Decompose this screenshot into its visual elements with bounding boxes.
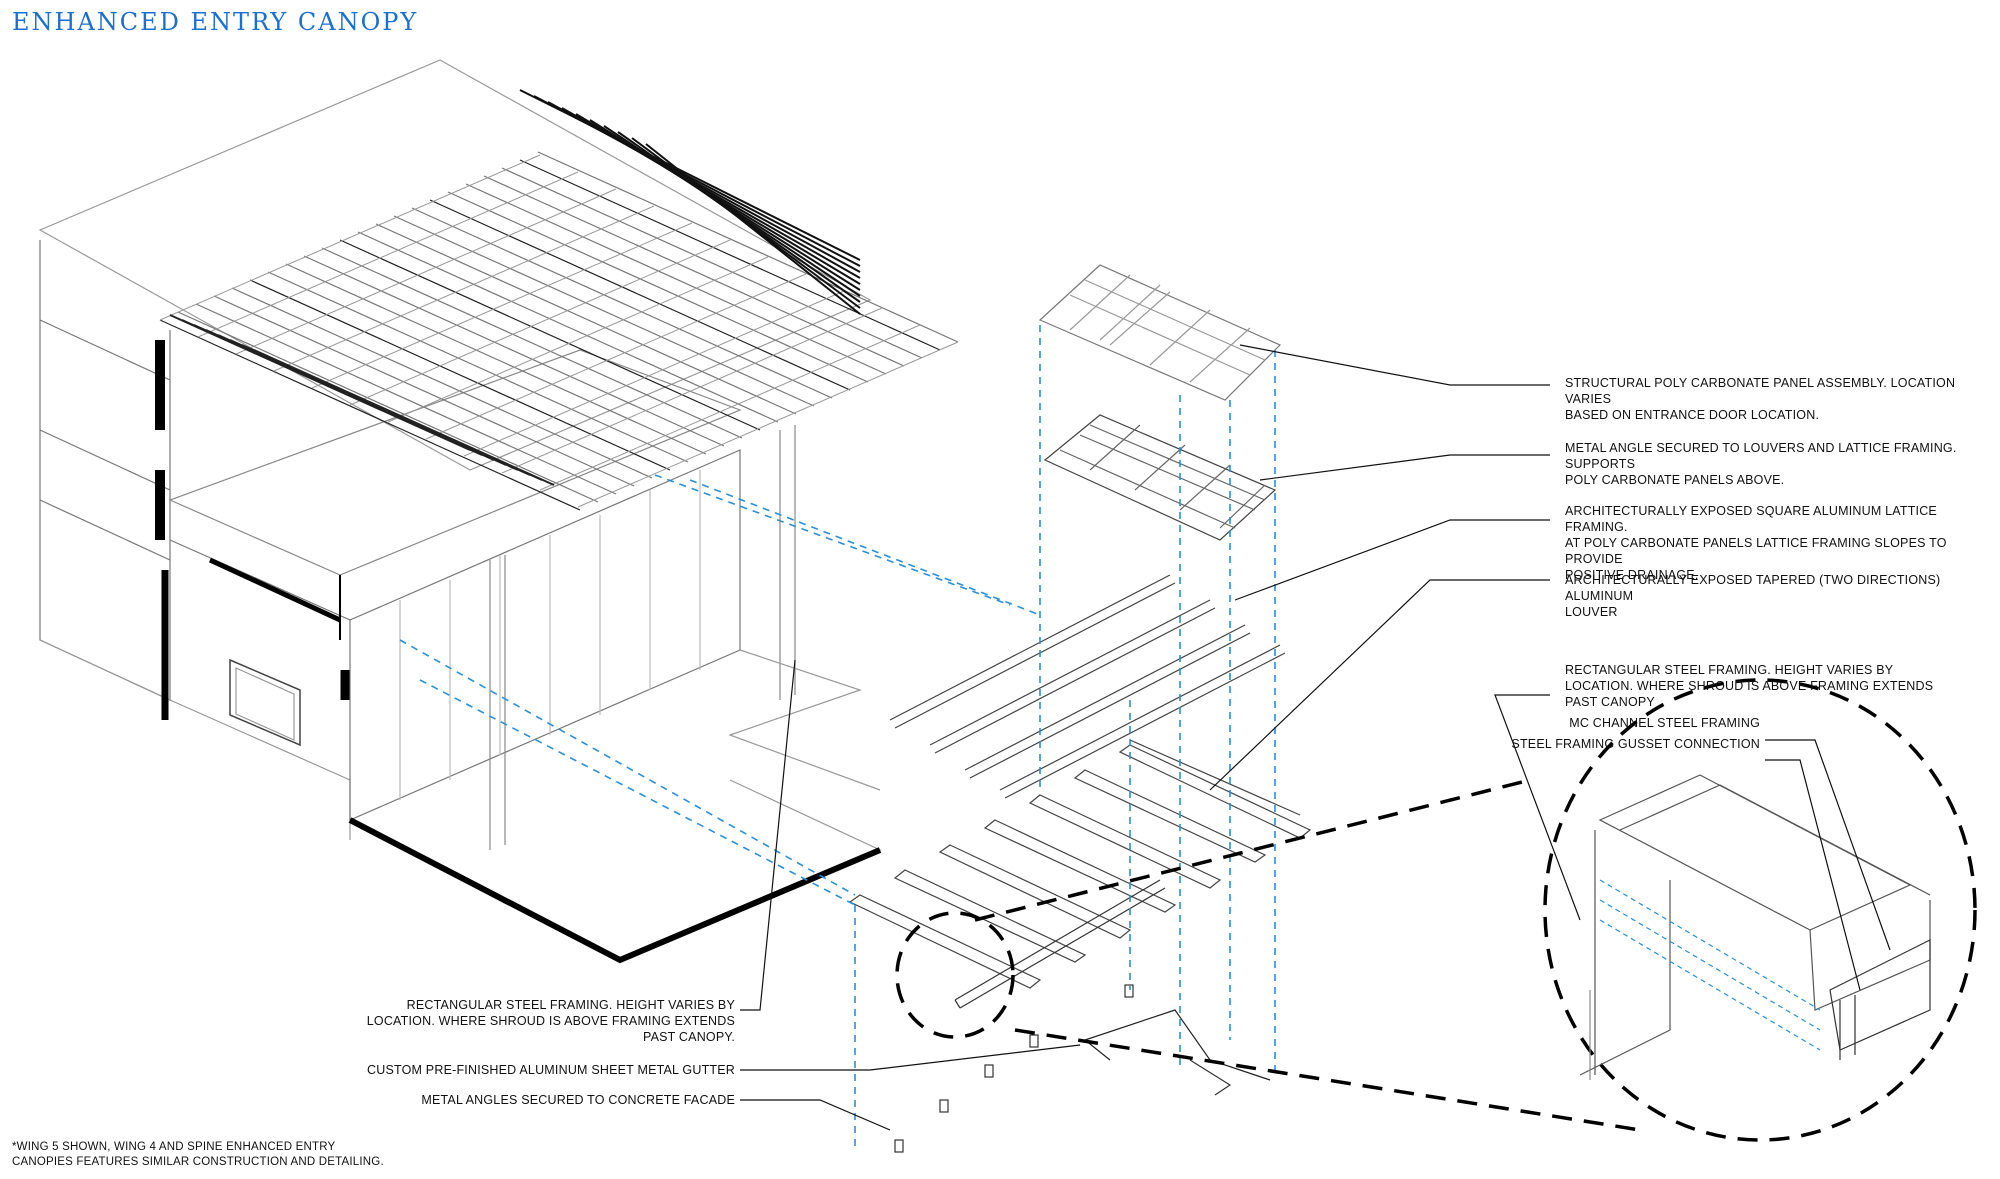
lattice-member xyxy=(465,183,887,375)
callout-line: POSITIVE DRAINAGE. xyxy=(1565,568,1699,582)
metal-angle-frame xyxy=(1043,414,1277,541)
lattice-member xyxy=(645,143,861,315)
lattice-member xyxy=(195,303,617,495)
callout-line: STEEL FRAMING GUSSET CONNECTION xyxy=(1511,737,1760,751)
lattice-member xyxy=(501,167,923,359)
lattice-member xyxy=(429,199,851,391)
lattice-member xyxy=(501,307,883,474)
lattice-member xyxy=(483,175,905,367)
lattice-member xyxy=(339,239,761,431)
callout-line: AT POLY CARBONATE PANELS LATTICE FRAMING… xyxy=(1565,536,1947,566)
page-title: ENHANCED ENTRY CANOPY xyxy=(12,8,419,36)
callout-line: RECTANGULAR STEEL FRAMING. HEIGHT VARIES… xyxy=(406,998,735,1012)
lattice-member xyxy=(273,205,655,372)
lattice-member xyxy=(575,113,861,285)
lattice-member xyxy=(375,223,797,415)
callout-lattice-framing: ARCHITECTURALLY EXPOSED SQUARE ALUMINUM … xyxy=(1565,503,2000,583)
lattice-member xyxy=(425,273,807,440)
lattice-member xyxy=(589,119,861,291)
roof-lattice-framing xyxy=(159,89,959,511)
exploded-components xyxy=(848,264,1312,1153)
lattice-member xyxy=(197,171,579,338)
lattice-member xyxy=(285,263,707,455)
callout-line: LOCATION. WHERE SHROUD IS ABOVE FRAMING … xyxy=(366,1014,735,1028)
callout-line: PAST CANOPY xyxy=(1565,695,1655,709)
lattice-member xyxy=(539,324,921,491)
lattice-member xyxy=(213,295,635,487)
callout-line: METAL ANGLE SECURED TO LOUVERS AND LATTI… xyxy=(1565,441,1957,471)
detail-callouts xyxy=(895,678,1977,1142)
lattice-member xyxy=(349,239,731,406)
callout-gusset: STEEL FRAMING GUSSET CONNECTION xyxy=(1480,736,1760,752)
callout-line: RECTANGULAR STEEL FRAMING. HEIGHT VARIES… xyxy=(1565,663,1894,677)
callout-line: CUSTOM PRE-FINISHED ALUMINUM SHEET METAL… xyxy=(367,1063,735,1077)
metal-angles xyxy=(894,984,1134,1153)
alignment-lines xyxy=(399,325,1276,1150)
callout-line: LOUVER xyxy=(1565,605,1618,619)
callout-aluminum-louver: ARCHITECTURALLY EXPOSED TAPERED (TWO DIR… xyxy=(1565,572,2000,620)
callout-line: PAST CANOPY. xyxy=(642,1030,735,1044)
callout-line: ARCHITECTURALLY EXPOSED TAPERED (TWO DIR… xyxy=(1565,573,1941,603)
leader-lines xyxy=(740,344,1891,1131)
lattice-member xyxy=(235,188,617,355)
footnote: *WING 5 SHOWN, WING 4 AND SPINE ENHANCED… xyxy=(12,1140,384,1170)
enlarged-steel-detail xyxy=(1579,774,1931,1080)
lattice-member xyxy=(253,349,555,486)
lattice-member xyxy=(537,151,959,343)
callout-line: MC CHANNEL STEEL FRAMING xyxy=(1569,716,1760,730)
callout-steel-framing-detail: RECTANGULAR STEEL FRAMING. HEIGHT VARIES… xyxy=(1565,662,1933,710)
callout-line: LOCATION. WHERE SHROUD IS ABOVE FRAMING … xyxy=(1565,679,1934,693)
square-aluminum-lattice-framing xyxy=(889,574,1286,799)
lattice-member xyxy=(447,191,869,383)
lattice-member xyxy=(387,256,769,423)
lattice-member xyxy=(159,319,581,511)
lattice-member xyxy=(357,231,779,423)
lattice-member xyxy=(519,159,941,351)
callout-gutter: CUSTOM PRE-FINISHED ALUMINUM SHEET METAL… xyxy=(330,1062,735,1078)
callout-metal-angle: METAL ANGLE SECURED TO LOUVERS AND LATTI… xyxy=(1565,440,2000,488)
callout-line: METAL ANGLES SECURED TO CONCRETE FACADE xyxy=(421,1093,735,1107)
callout-polycarbonate-panel: STRUCTURAL POLY CARBONATE PANEL ASSEMBLY… xyxy=(1565,375,2000,423)
callout-line: BASED ON ENTRANCE DOOR LOCATION. xyxy=(1565,408,1820,422)
lattice-member xyxy=(393,215,815,407)
callout-line: STRUCTURAL POLY CARBONATE PANEL ASSEMBLY… xyxy=(1565,376,1956,406)
callout-line: ARCHITECTURALLY EXPOSED SQUARE ALUMINUM … xyxy=(1565,504,1937,534)
callout-line: POLY CARBONATE PANELS ABOVE. xyxy=(1565,473,1785,487)
detail-circle-small xyxy=(895,911,1015,1039)
callout-mc-channel: MC CHANNEL STEEL FRAMING xyxy=(1480,715,1760,731)
lattice-member xyxy=(249,279,671,471)
lattice-member xyxy=(577,341,959,508)
lattice-member xyxy=(177,311,599,503)
polycarbonate-panel-assembly xyxy=(1038,264,1282,401)
callout-metal-angles: METAL ANGLES SECURED TO CONCRETE FACADE xyxy=(330,1092,735,1108)
lattice-member xyxy=(321,247,743,439)
tapered-aluminum-louvers xyxy=(848,739,1312,989)
lattice-member xyxy=(159,154,541,321)
lattice-member xyxy=(411,207,833,399)
lattice-member xyxy=(311,222,693,389)
building-axonometric xyxy=(38,59,882,964)
footnote-line: *WING 5 SHOWN, WING 4 AND SPINE ENHANCED… xyxy=(12,1141,336,1153)
callout-steel-framing: RECTANGULAR STEEL FRAMING. HEIGHT VARIES… xyxy=(330,997,735,1045)
footnote-line: CANOPIES FEATURES SIMILAR CONSTRUCTION A… xyxy=(12,1156,384,1168)
detail-circle-large xyxy=(1543,678,1977,1142)
lattice-member xyxy=(463,290,845,457)
lattice-member xyxy=(303,255,725,447)
lattice-member xyxy=(231,287,653,479)
lattice-member xyxy=(267,271,689,463)
